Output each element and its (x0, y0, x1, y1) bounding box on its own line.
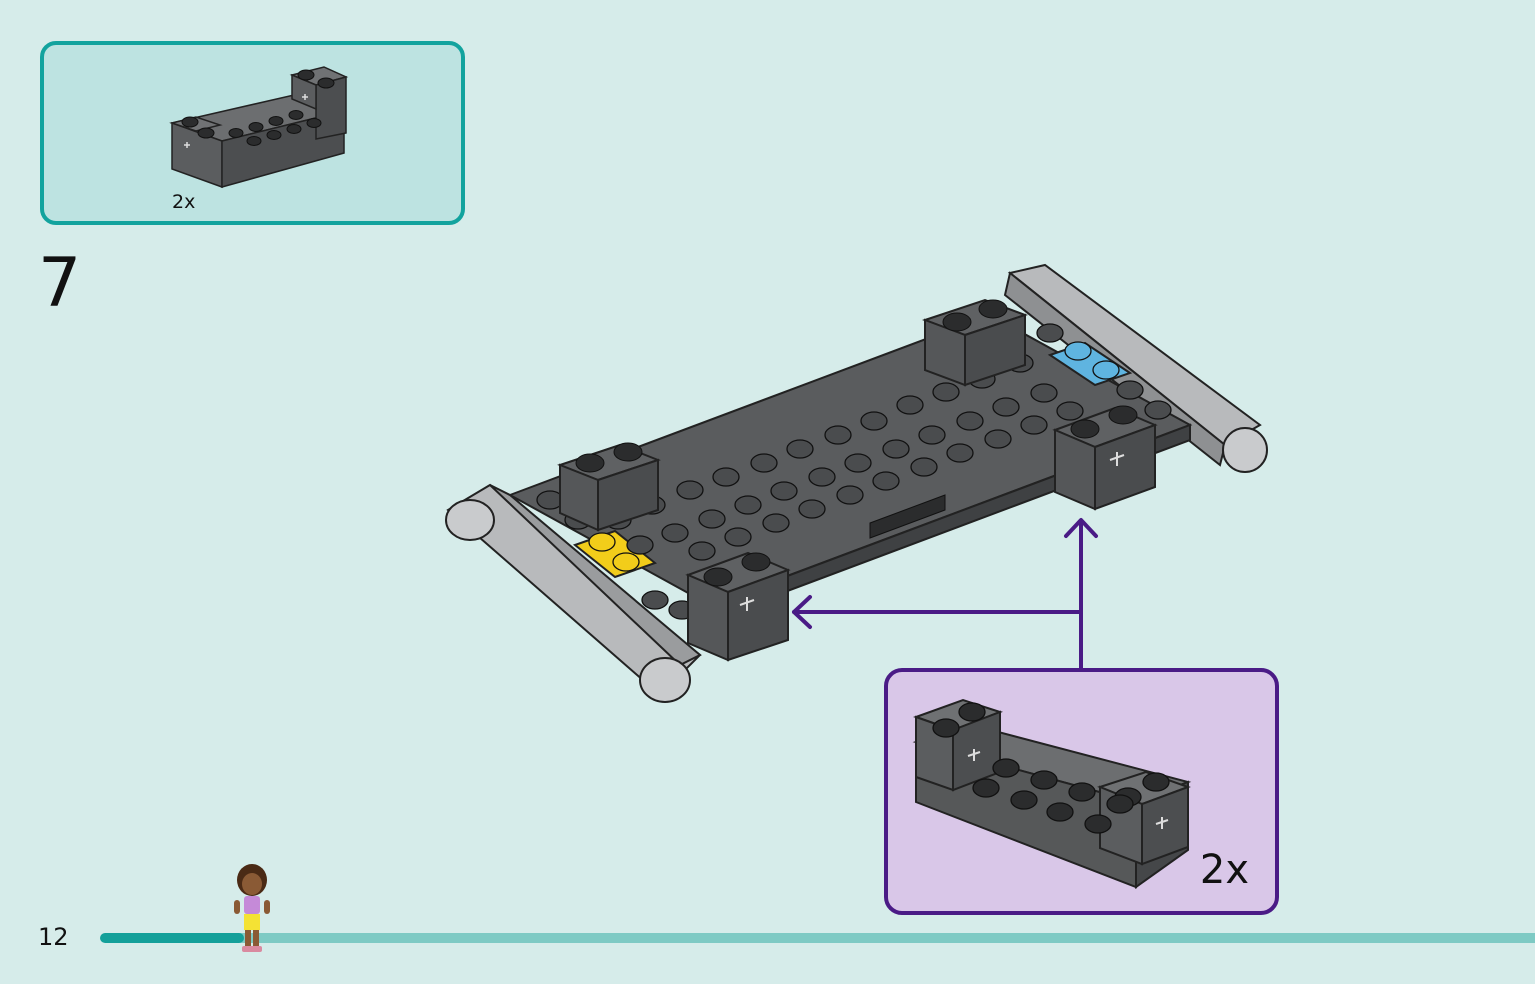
progress-bar (100, 933, 1535, 943)
brick-2x6-bracket-large (912, 698, 1192, 889)
brick-2x6-bracket-small (169, 66, 349, 189)
plate-studs (536, 323, 1172, 620)
page-number: 12 (38, 923, 69, 951)
progress-bar-fill (100, 933, 244, 943)
parts-list-panel: 2x (40, 41, 465, 225)
parts-quantity: 2x (172, 191, 196, 213)
front-bumper (445, 483, 702, 703)
raised-block-back-right (922, 298, 1028, 387)
raised-block-back-left (557, 442, 661, 532)
step-number: 7 (38, 244, 82, 323)
vehicle-chassis-model (445, 263, 1268, 703)
minifigure-icon (234, 864, 270, 952)
callout-quantity: 2x (1199, 847, 1249, 893)
raised-block-front-left (685, 551, 791, 662)
raised-block-front-right (1052, 405, 1158, 511)
callout-panel: 2x (884, 668, 1279, 915)
